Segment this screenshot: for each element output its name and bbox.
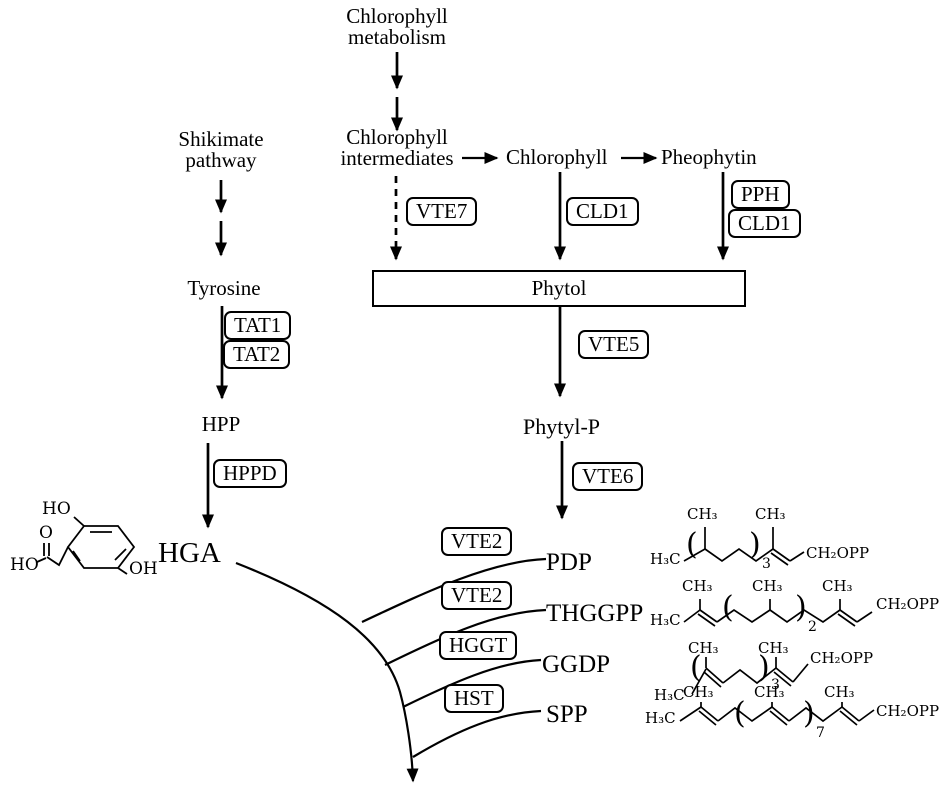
node-hpp: HPP: [201, 412, 241, 436]
pdp-structure-bonds: [683, 527, 805, 566]
phytol-label: Phytol: [531, 276, 587, 300]
thggpp-paren-close: ): [795, 590, 807, 625]
enzyme-box-tat1: TAT1: [224, 311, 292, 340]
ggdp-repeat-subscript: 3: [771, 677, 780, 693]
ggdp-ch3-label: CH₃: [758, 639, 789, 657]
ggdp-ch2opp-label: CH₂OPP: [810, 649, 874, 667]
enzyme-box-vte2-a: VTE2: [441, 527, 513, 556]
line1: Chlorophyll: [346, 4, 448, 28]
spp-structure-bonds: [679, 702, 875, 726]
spp-ch2opp-label: CH₂OPP: [876, 702, 940, 720]
curve-spp-branch: [412, 709, 542, 758]
pdp-h3c-label: H₃C: [650, 550, 681, 568]
enzyme-box-vte5: VTE5: [578, 330, 650, 359]
node-ggdp: GGDP: [542, 651, 611, 678]
thggpp-h3c-label: H₃C: [650, 611, 681, 629]
ring-double-bond-2: [114, 548, 127, 561]
spp-h3c-label: H₃C: [645, 709, 676, 727]
enzyme-box-vte2-b: VTE2: [441, 581, 513, 610]
pdp-ch3-label: CH₃: [755, 505, 786, 523]
pdp-ch3-label: CH₃: [687, 505, 718, 523]
curve-hga-main: [235, 561, 419, 783]
node-hga: HGA: [158, 537, 221, 569]
node-pheophytin: Pheophytin: [661, 145, 757, 169]
thggpp-ch2opp-label: CH₂OPP: [876, 595, 940, 613]
enzyme-box-vte7: VTE7: [406, 197, 478, 226]
node-phytol-box: Phytol: [372, 270, 746, 307]
line2: metabolism: [347, 25, 446, 49]
line2: pathway: [185, 148, 257, 172]
bond-ch2-chain: [46, 546, 69, 567]
bond-to-oh-bottom: [117, 567, 128, 575]
ggdp-h3c-label: H₃C: [654, 686, 685, 704]
ggdp-paren-close: ): [758, 650, 770, 685]
hga-carbonyl-o-label: O: [39, 523, 53, 543]
carbonyl-double-bond: [43, 543, 50, 556]
enzyme-box-hst: HST: [444, 684, 504, 713]
thggpp-paren-open: (: [722, 590, 734, 625]
node-chlorophyll: Chlorophyll: [506, 145, 608, 169]
bond-to-ho-top: [73, 516, 85, 527]
thggpp-ch3-label: CH₃: [682, 577, 713, 595]
node-spp: SPP: [546, 701, 588, 728]
enzyme-box-vte6: VTE6: [572, 462, 644, 491]
pdp-paren-open: (: [686, 527, 698, 562]
thggpp-repeat-subscript: 2: [808, 619, 817, 635]
node-tyrosine: Tyrosine: [187, 276, 261, 300]
pdp-repeat-subscript: 3: [762, 556, 771, 572]
spp-ch3-label: CH₃: [824, 683, 855, 701]
line1: Shikimate: [178, 127, 264, 151]
thggpp-ch3-label: CH₃: [822, 577, 853, 595]
line1: Chlorophyll: [346, 125, 448, 149]
pdp-paren-close: ): [749, 527, 761, 562]
enzyme-box-hppd: HPPD: [213, 459, 287, 488]
spp-paren-open: (: [734, 696, 746, 731]
ring-double-bond-3: [72, 550, 81, 562]
spp-ch3-label: CH₃: [754, 683, 785, 701]
line2: intermediates: [340, 146, 454, 170]
spp-repeat-subscript: 7: [816, 725, 825, 741]
node-phytyl-p: Phytyl-P: [523, 414, 601, 439]
hga-ho-left-label: HO: [10, 555, 39, 575]
benzene-ring: [66, 525, 136, 569]
ggdp-ch3-label: CH₃: [688, 639, 719, 657]
thggpp-ch3-label: CH₃: [752, 577, 783, 595]
hga-oh-bottom-label: OH: [129, 559, 158, 579]
enzyme-box-cld1-a: CLD1: [566, 197, 639, 226]
pdp-ch2opp-label: CH₂OPP: [806, 544, 870, 562]
node-thggpp: THGGPP: [546, 600, 644, 627]
enzyme-box-tat2: TAT2: [223, 340, 291, 369]
node-pdp: PDP: [546, 549, 592, 576]
spp-ch3-label: CH₃: [683, 683, 714, 701]
enzyme-box-cld1-b: CLD1: [728, 209, 801, 238]
thggpp-structure-bonds: [683, 599, 873, 627]
enzyme-box-hggt: HGGT: [439, 631, 518, 660]
ggdp-paren-open: (: [690, 650, 702, 685]
hga-ho-top-label: HO: [42, 499, 71, 519]
spp-paren-close: ): [803, 696, 815, 731]
enzyme-box-pph: PPH: [731, 180, 790, 209]
